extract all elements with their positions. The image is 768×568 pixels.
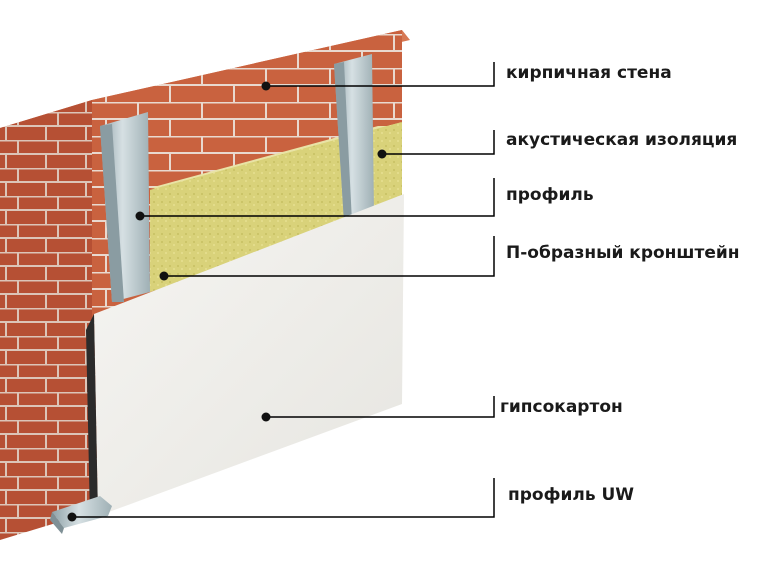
leader-line-profile (140, 178, 495, 217)
label-brick-wall: кирпичная стена (506, 63, 672, 83)
leader-line-drywall (266, 396, 495, 418)
label-drywall: гипсокартон (500, 397, 623, 417)
profile-left-flange (100, 124, 124, 302)
marker-acoustic-insulation (377, 149, 387, 159)
profile-uw (52, 496, 112, 528)
profile-uw-lip (50, 512, 64, 534)
drywall-edge (86, 314, 98, 520)
insulation-lower (150, 122, 402, 292)
leader-line-brick-wall (266, 62, 495, 87)
leader-line-u-bracket (164, 236, 495, 277)
leader-line-acoustic-insulation (382, 130, 495, 155)
marker-profile-uw (67, 512, 77, 522)
label-profile: профиль (506, 185, 594, 205)
marker-brick-wall (261, 81, 271, 91)
marker-drywall (261, 412, 271, 422)
label-profile-uw: профиль UW (508, 485, 634, 505)
label-u-bracket: П-образный кронштейн (506, 243, 740, 263)
marker-profile (135, 211, 145, 221)
profile-right-flange (334, 62, 352, 222)
leader-lines (72, 62, 495, 518)
marker-u-bracket (159, 271, 169, 281)
leader-line-profile-uw (72, 478, 495, 518)
label-acoustic-insulation: акустическая изоляция (506, 130, 737, 150)
brick-wall-front-face (0, 100, 92, 540)
drywall (94, 194, 404, 516)
